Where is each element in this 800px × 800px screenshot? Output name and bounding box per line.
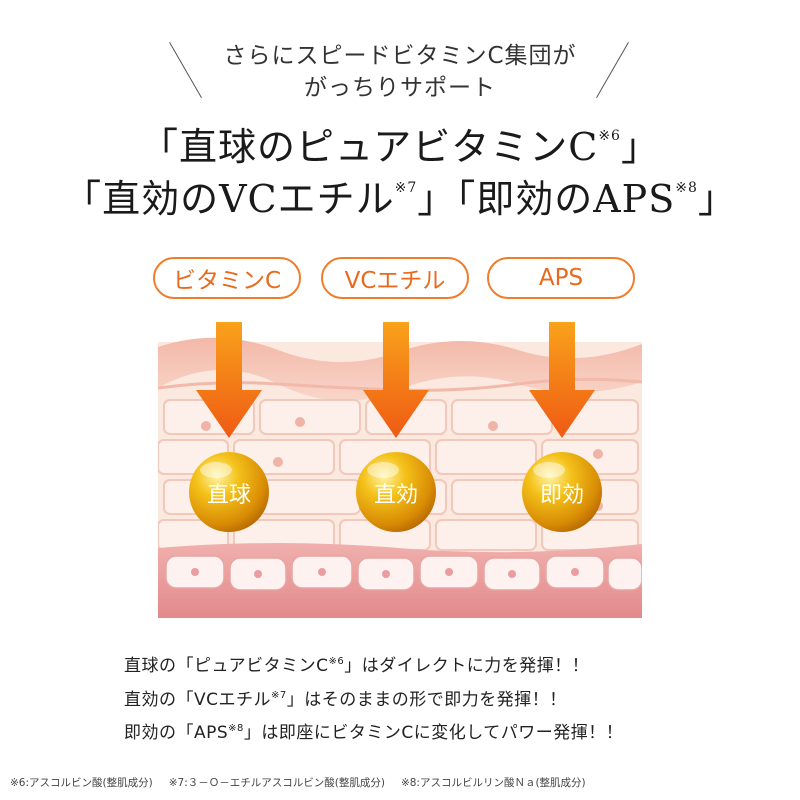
footnote-6: ※6:アスコルビン酸(整肌成分) (10, 777, 153, 789)
headline-bracket-close: 」 (620, 125, 660, 169)
headline-line-2: 「直効のVCエチル※7」「即効のAPS※8」 (0, 168, 800, 223)
note-mark-6: ※6 (598, 128, 621, 144)
headline-bracket-close-2: 」 (697, 177, 737, 221)
sphere-instant (522, 452, 602, 532)
note-mark-8: ※8 (675, 180, 698, 196)
headline-pure-vitamin-c: 「直球のピュアビタミンC (140, 125, 599, 169)
pill-vitamin-c: ビタミンC (153, 257, 301, 299)
body-note-7: ※7 (271, 690, 287, 701)
pill-aps: APS (487, 257, 635, 299)
sphere-label-straight: 直効 (374, 483, 418, 508)
body-note-8: ※8 (228, 723, 244, 734)
body-line-2: 直効の「VCエチル※7」はそのままの形で即力を発揮！！ (124, 685, 567, 710)
headline-aps: 」「即効のAPS (417, 177, 676, 221)
body-line-1-text: 直球の「ピュアビタミンC (124, 656, 329, 676)
skin-illustration: 直球 直効 即効 (158, 322, 642, 618)
arrow-down-1 (196, 322, 262, 438)
note-mark-7: ※7 (394, 180, 418, 196)
lead-line-1: さらにスピードビタミンC集団が (223, 43, 577, 69)
footnotes: ※6:アスコルビン酸(整肌成分) ※7:３－Ｏ－エチルアスコルビン酸(整肌成分)… (10, 775, 800, 790)
pill-vc-ethyl: VCエチル (321, 257, 469, 299)
body-line-2-text: 直効の「VCエチル (124, 690, 271, 710)
basal-cells (165, 555, 642, 591)
arrow-down-3 (529, 322, 595, 438)
lead-line-2: がっちりサポート (304, 75, 496, 101)
body-line-1: 直球の「ピュアビタミンC※6」はダイレクトに力を発揮！！ (124, 651, 589, 676)
arrow-down-2 (363, 322, 429, 438)
sphere-direct (189, 452, 269, 532)
footnote-7: ※7:３－Ｏ－エチルアスコルビン酸(整肌成分) (168, 777, 385, 789)
body-note-6: ※6 (328, 656, 345, 667)
sphere-label-direct: 直球 (207, 483, 251, 508)
body-line-3-rest: 」は即座にビタミンCに変化してパワー発揮！！ (243, 723, 624, 743)
footnote-8: ※8:アスコルビルリン酸Ｎａ(整肌成分) (400, 777, 586, 789)
headline-line-1: 「直球のピュアビタミンC※6」 (0, 116, 800, 171)
body-line-2-rest: 」はそのままの形で即力を発揮！！ (286, 690, 567, 710)
body-line-3: 即効の「APS※8」は即座にビタミンCに変化してパワー発揮！！ (124, 718, 623, 743)
sphere-label-instant: 即効 (540, 483, 584, 508)
body-line-1-rest: 」はダイレクトに力を発揮！！ (344, 656, 590, 676)
body-line-3-text: 即効の「APS (124, 723, 229, 743)
headline-vc-ethyl: 「直効のVCエチル (63, 177, 395, 221)
sphere-straight (356, 452, 436, 532)
